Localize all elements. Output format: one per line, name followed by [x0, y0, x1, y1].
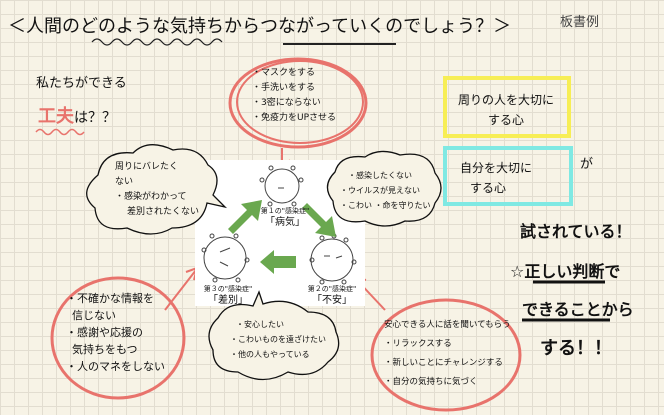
list-item: 差別されたくない	[127, 207, 200, 217]
green-arrow-1-to-2	[302, 203, 336, 237]
top-red-circle	[228, 57, 368, 149]
bottom-left-list: ・不確かな情報を 信じない ・感謝や応援の 気持ちをもつ ・人のマネをしない	[66, 290, 165, 375]
list-item: ・マスクをする	[252, 68, 316, 78]
can-do-text: できることから	[522, 300, 634, 319]
green-arrow-2-to-3	[260, 250, 296, 274]
list-item: ・3密にならない	[252, 98, 321, 108]
bottom-thought-cloud	[208, 290, 340, 381]
top-circle-list: ・マスクをする ・手洗いをする ・3密にならない ・免疫力をUPさせる	[252, 66, 336, 126]
judgment-text: ☆正しい判断で	[510, 262, 621, 281]
virus-2-label: 第２の"感染症" 「不安」	[302, 284, 362, 307]
virus-1-icon	[259, 165, 304, 207]
list-item: ・人のマネをしない	[66, 360, 165, 373]
yellow-box	[443, 76, 571, 138]
virus-1-label: 第１の"感染症" 「病気」	[255, 206, 315, 229]
list-item: ・感染したくない	[348, 171, 412, 180]
wavy-underline	[91, 38, 223, 46]
name: 「不安」	[312, 295, 352, 306]
keyword: 工夫	[38, 106, 74, 127]
list-item: ・感謝や応援の	[66, 326, 143, 339]
name: 「病気」	[265, 217, 305, 228]
list-item: ない	[115, 177, 134, 187]
text-line: 自分を大切に	[460, 161, 533, 175]
list-item: ・感染がわかって	[115, 192, 187, 202]
text-line: 周りの人を大切に	[458, 93, 555, 107]
list-item: ・自分の気持ちに気づく	[384, 377, 478, 387]
particle-ga: が	[580, 157, 594, 172]
left-thought-cloud	[86, 144, 228, 235]
cyan-box	[443, 146, 573, 206]
text-line: する心	[488, 113, 525, 127]
list-item: 信じない	[72, 309, 116, 322]
list-item: ・不確かな情報を	[66, 292, 154, 305]
left-cloud-text: 周りにバレたく ない ・感染がわかって 差別されたくない	[115, 160, 199, 220]
right-cloud-text: ・感染したくない ・ウイルスが見えない ・こわい ・命を守りたい	[340, 168, 431, 213]
caption: 第１の"感染症"	[260, 207, 310, 215]
do-text: する！！	[540, 338, 612, 359]
bottom-cloud-text: ・安心したい ・こわいものを遠ざけたい ・他の人もやっている	[230, 317, 326, 362]
red-arrow-left	[164, 266, 199, 311]
list-item: ・リラックスする	[384, 339, 452, 349]
prompt-line: 私たちができる	[36, 76, 127, 91]
list-item: ・手洗いをする	[252, 83, 316, 93]
list-item: ・免疫力をUPさせる	[252, 113, 337, 123]
list-item: ・こわい ・命を守りたい	[340, 201, 431, 210]
virus-2-icon	[309, 233, 357, 285]
corner-label: 板書例	[560, 15, 600, 30]
list-item: ・新しいことにチャレンジする	[384, 358, 503, 368]
bottom-right-red-circle	[370, 298, 522, 412]
green-arrow-3-to-1	[228, 200, 262, 234]
caption: 第３の"感染症"	[203, 285, 253, 293]
list-item: 安心できる人に話を聞いてもらう	[384, 320, 511, 330]
prompt-question: 工夫は？？	[38, 102, 116, 128]
name: 「差別」	[208, 295, 248, 306]
list-item: ・安心したい	[236, 320, 284, 329]
page-title: ＜人間のどのような気持ちからつながっていくのでしょう？＞	[8, 16, 512, 37]
cyan-box-text: 自分を大切に する心	[460, 158, 532, 198]
list-item: 周りにバレたく	[115, 162, 179, 172]
virus-3-label: 第３の"感染症" 「差別」	[198, 284, 258, 307]
list-item: 気持ちをもつ	[72, 343, 138, 356]
suffix: は？？	[74, 110, 116, 126]
virus-3-icon	[201, 233, 250, 283]
caption: 第２の"感染症"	[307, 285, 357, 293]
text-line: する心	[470, 181, 507, 195]
bottom-right-list: 安心できる人に話を聞いてもらう ・リラックスする ・新しいことにチャレンジする …	[384, 316, 511, 392]
list-item: ・こわいものを遠ざけたい	[230, 335, 326, 344]
list-item: ・ウイルスが見えない	[340, 186, 420, 195]
bottom-left-red-circle	[50, 276, 186, 400]
list-item: ・他の人もやっている	[230, 350, 310, 359]
top-red-circle-inner	[236, 60, 364, 144]
right-thought-cloud	[326, 150, 442, 227]
yellow-box-text: 周りの人を大切に する心	[458, 90, 554, 130]
tested-text: 試されている！	[520, 222, 632, 241]
red-wavy-underline	[35, 128, 85, 136]
